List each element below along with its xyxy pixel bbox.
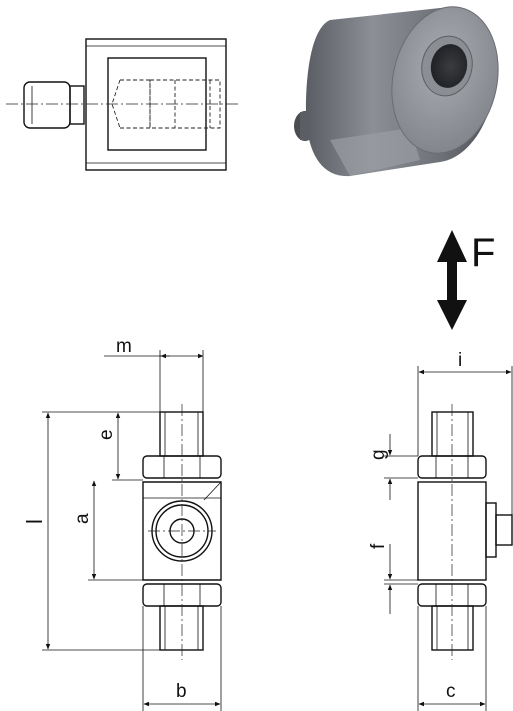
- front-view: [142, 404, 222, 660]
- stud-thread: [23, 81, 71, 129]
- side-boss-stud: [495, 514, 513, 546]
- dim-label-f: f: [368, 543, 389, 549]
- body-block: [142, 481, 222, 581]
- side-boss: [485, 502, 497, 558]
- side-section-view: [6, 38, 240, 171]
- dim-label-m: m: [116, 336, 132, 357]
- side-lower-stud: [431, 605, 474, 651]
- dim-label-b: b: [176, 681, 187, 702]
- upper-stud: [159, 411, 204, 457]
- dim-label-g: g: [368, 449, 389, 460]
- block-outline: [85, 38, 227, 171]
- through-hole: [430, 44, 468, 88]
- front-view-dimensions: [42, 350, 222, 711]
- dim-label-c: c: [446, 681, 456, 702]
- force-label: F: [471, 231, 495, 275]
- dim-label-i: i: [458, 350, 462, 371]
- lower-stud: [159, 605, 204, 651]
- side-view-dimensions: [384, 366, 513, 711]
- force-arrow: [437, 230, 467, 330]
- side-view: [417, 404, 513, 660]
- dim-label-e: e: [96, 429, 117, 440]
- isometric-render: [294, 6, 499, 177]
- dim-label-a: a: [72, 513, 93, 524]
- stud-collar: [69, 85, 85, 125]
- side-upper-stud: [431, 411, 474, 457]
- dim-label-l: l: [22, 519, 47, 524]
